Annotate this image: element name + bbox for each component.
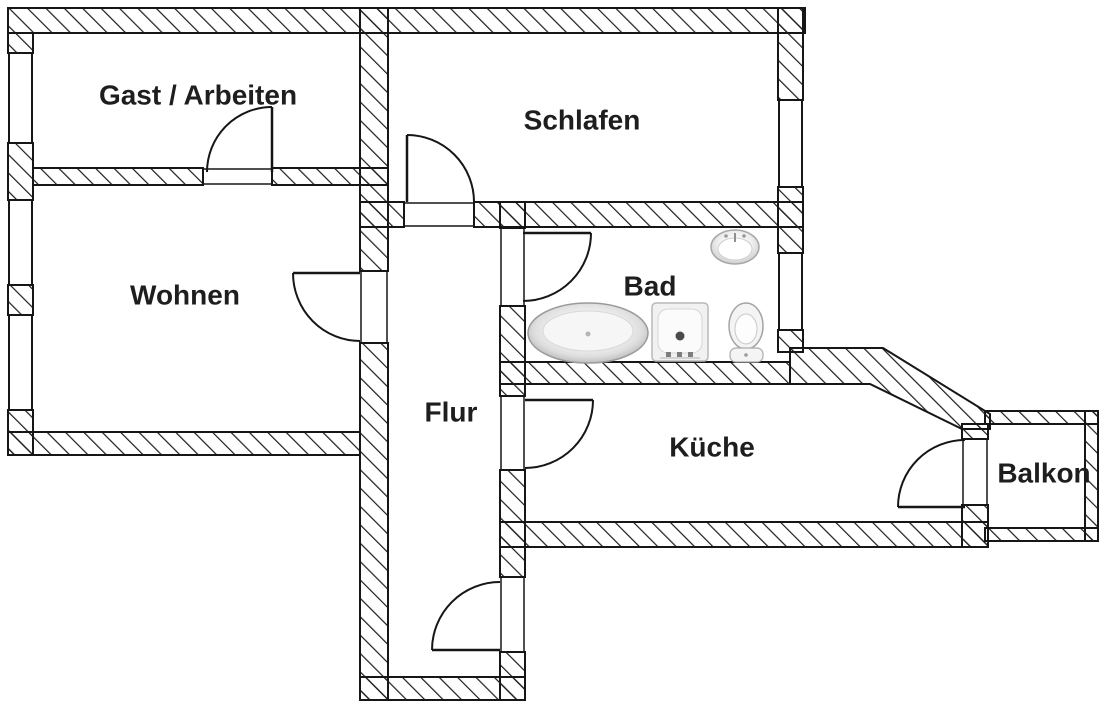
window-wohnen-left-2	[8, 315, 33, 410]
wall-center-vertical-lower	[359, 342, 389, 701]
wall-kueche-right-stub	[961, 423, 989, 440]
wall-gast-wohnen-left	[32, 167, 204, 186]
wall-wohnen-bottom-exterior	[7, 431, 361, 456]
window-bad-right	[778, 253, 803, 330]
wall-right-segment-1	[777, 7, 804, 101]
window-gast-left	[8, 53, 33, 143]
toilet-icon	[728, 302, 764, 363]
wall-flur-bottom-exterior	[359, 676, 526, 701]
threshold-schlafen-door	[404, 202, 474, 227]
threshold-wohnen-door	[360, 271, 388, 343]
wall-right-segment-2	[777, 186, 804, 254]
window-wohnen-left-1	[8, 200, 33, 285]
threshold-entrance-door	[500, 577, 525, 652]
wall-kueche-bottom-exterior	[499, 521, 989, 548]
threshold-gast-door	[203, 168, 272, 185]
label-bad: Bad	[624, 270, 677, 301]
door-bad	[522, 231, 592, 302]
fixtures	[527, 229, 764, 364]
label-flur: Flur	[425, 396, 478, 427]
window-openings	[8, 53, 803, 410]
washing-machine-icon	[651, 302, 709, 362]
doors	[206, 106, 966, 652]
wall-center-vertical-upper	[359, 7, 389, 272]
door-balkon	[897, 439, 966, 509]
wall-bad-kueche-divider	[499, 361, 791, 385]
door-entrance	[431, 581, 501, 652]
wall-schlafen-bottom-left	[359, 201, 405, 228]
threshold-bad-door	[500, 228, 525, 306]
label-kueche: Küche	[669, 431, 755, 462]
sink-icon	[710, 229, 760, 265]
label-balkon: Balkon	[997, 457, 1090, 488]
wall-balkon-bottom	[984, 527, 1099, 542]
wall-top-exterior	[7, 7, 806, 34]
door-gast	[206, 106, 274, 173]
room-labels: Gast / Arbeiten Schlafen Wohnen Bad Flur…	[99, 79, 1091, 488]
label-schlafen: Schlafen	[524, 104, 641, 135]
wall-left-segment-1	[7, 32, 34, 54]
wall-flur-right-segment-1	[499, 201, 526, 229]
wall-left-segment-2	[7, 142, 34, 201]
threshold-balkon-door	[962, 439, 988, 505]
wall-left-segment-3	[7, 284, 34, 316]
label-gast-arbeiten: Gast / Arbeiten	[99, 79, 297, 110]
door-kueche	[524, 398, 594, 469]
walls	[7, 7, 1099, 701]
window-schlafen-right	[778, 100, 803, 187]
label-wohnen: Wohnen	[130, 279, 240, 310]
wall-diagonal-kueche	[789, 347, 991, 430]
door-schlafen	[405, 134, 475, 203]
threshold-kueche-door	[500, 396, 525, 470]
door-thresholds	[203, 168, 988, 652]
door-wohnen	[292, 271, 361, 342]
wall-balkon-top	[984, 410, 1099, 425]
wall-gast-wohnen-right	[271, 167, 389, 186]
bathtub-icon	[527, 302, 649, 364]
